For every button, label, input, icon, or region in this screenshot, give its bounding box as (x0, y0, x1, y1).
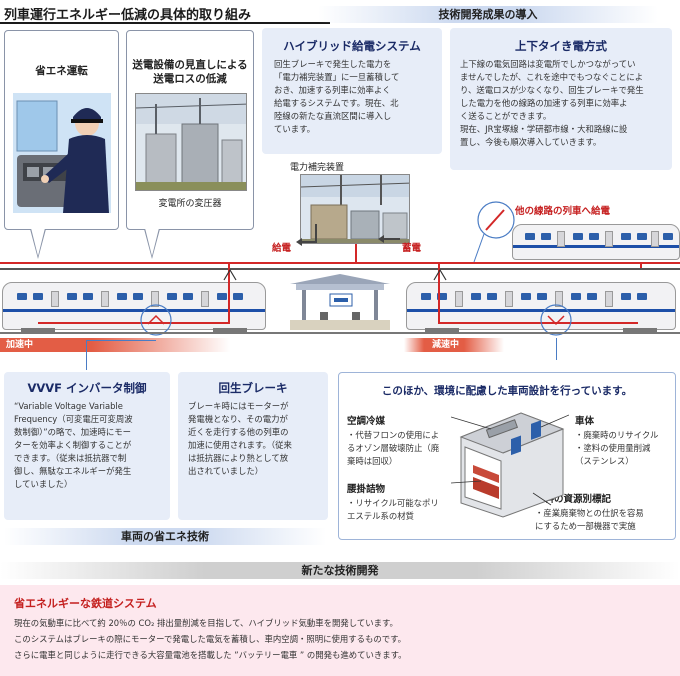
ac-title: 空調冷媒 (347, 416, 386, 427)
regen-body-3: 近くを走行する他の列車の (188, 427, 289, 438)
material-body-2: にするため一部機器で実施 (535, 521, 636, 531)
store-label: 蓄電 (402, 243, 422, 254)
accelerating-tab: 加速中 (0, 338, 230, 352)
vvvf-title: VVVF インバータ制御 (27, 381, 147, 395)
tie-zoom-circle (473, 201, 515, 263)
upper-train-pantograph-line (640, 262, 642, 268)
material-body-1: ・産業廃棄物との仕訳を容易 (535, 508, 644, 518)
feed-arrow-icon (296, 224, 317, 246)
regen-body-4: 加速に使用されます。（従来 (188, 440, 292, 451)
vvvf-body-3: 数制御）”の略で、加速時にモー (14, 427, 132, 438)
ac-body-2: るオゾン層破壊防止（廃 (347, 443, 440, 453)
power-loss-bubble-tail-fill (145, 228, 159, 256)
hybrid-panel: ハイブリッド給電システム 回生ブレーキで発生した電力を 「電力補完装置」に一旦蓄… (262, 28, 442, 154)
device-caption: 電力補完装置 (290, 163, 345, 173)
accel-circuit-horizontal (38, 322, 230, 324)
tie-body-4: した電力を他の線路の加速する列車に効率よ (460, 98, 628, 109)
substation-caption: 変電所の変圧器 (158, 199, 222, 209)
eco-driving-bubble: 省エネ運転 (4, 30, 119, 230)
vvvf-body-1: “Variable Voltage Variable (14, 401, 123, 411)
power-loss-title-line2: 送電ロスの低減 (153, 73, 227, 85)
vvvf-body-5: できます。（従来は抵抗器で制 (14, 453, 127, 464)
new-system-line-1: 現在の気動車に比べて約 20％の CO₂ 排出量削減を目指して、ハイブリッド気動… (14, 618, 398, 628)
store-arrow-icon (378, 235, 400, 243)
hybrid-body-4: 給電するシステムです。現在、北 (274, 98, 399, 109)
carbody-body-3: （ステンレス） (575, 456, 634, 466)
upper-feed-line (0, 262, 680, 264)
vvvf-connector (86, 340, 156, 370)
strap-body-1: ・リサイクル可能なポリ (347, 498, 439, 508)
regen-connector (556, 338, 557, 360)
eco-design-title: このほか、環境に配慮した車両設計を行っています。 (381, 385, 633, 397)
strap-body-2: エステル系の材質 (347, 511, 414, 521)
accel-pantograph-icon (223, 268, 237, 281)
hybrid-body-5: 陸線の新たな直流区間に導入し (274, 111, 392, 122)
title-rule (0, 22, 330, 24)
vvvf-panel: VVVF インバータ制御 “Variable Voltage Variable … (4, 372, 170, 520)
accel-zoom-circle (140, 304, 172, 336)
eco-driving-bubble-tail-fill (31, 228, 45, 256)
new-system-line-3: さらに電車と同じように走行できる大容量電池を搭載した ”バッテリー電車 ” の開… (14, 650, 407, 660)
regen-panel: 回生ブレーキ ブレーキ時にはモーターが 発電機となり、その電力が 近くを走行する… (178, 372, 328, 520)
ac-body-1: ・代替フロンの使用によ (347, 430, 440, 440)
vvvf-body-7: していました） (14, 479, 73, 490)
vehicle-tech-banner: 車両の省エネ技術 (4, 528, 326, 545)
regen-body-2: 発電機となり、その電力が (188, 414, 288, 425)
tie-body-1: 上下線の電気回路は変電所でしかつながってい (460, 59, 636, 69)
device-link-line (355, 244, 357, 262)
carbody-body-2: ・塗料の使用量削減 (575, 443, 651, 453)
tie-body-2: ませんでしたが、これを途中でもつなぐことによ (460, 72, 644, 83)
decel-pantograph-icon (433, 268, 447, 281)
tie-body-7: 置し、今後も順次導入していきます。 (460, 137, 602, 148)
decelerating-tab: 減速中 (404, 338, 504, 352)
accel-circuit-vertical (228, 262, 230, 324)
material-title: 材料の資源別標記 (535, 494, 612, 505)
substation-photo (135, 93, 247, 191)
hybrid-title: ハイブリッド給電システム (283, 39, 421, 53)
hybrid-body-6: ています。 (274, 124, 316, 135)
other-line-label: 他の線路の列車へ給電 (515, 206, 611, 217)
vvvf-body-4: ターを効率よく制御することが (14, 440, 132, 451)
power-loss-bubble: 送電設備の見直しによる 送電ロスの低減 変電所の変圧器 (126, 30, 254, 230)
hybrid-body-1: 回生ブレーキで発生した電力を (274, 59, 392, 69)
vvvf-body-2: Frequency（可変電圧可変周波 (14, 414, 133, 425)
track-line (0, 268, 680, 270)
eco-design-panel: このほか、環境に配慮した車両設計を行っています。 空調冷媒 ・代替フロンの使用に… (338, 372, 676, 540)
decel-circuit-vertical (438, 262, 440, 324)
new-system-line-2: このシステムはブレーキの際にモーターで発電した電気を蓄積し、車内空調・照明に使用… (14, 634, 407, 644)
page-title: 列車運行エネルギー低減の具体的取り組み (4, 8, 252, 23)
hybrid-body-2: 「電力補完装置」に一旦蓄積して (274, 72, 400, 83)
regen-body-1: ブレーキ時にはモーターが (188, 401, 289, 411)
tech-results-banner: 技術開発成果の導入 (318, 6, 658, 23)
decel-zoom-circle (540, 304, 572, 336)
decel-circuit-horizontal (438, 322, 638, 324)
carbody-body-1: ・廃棄時のリサイクル (575, 430, 659, 440)
device-photo (300, 174, 410, 244)
new-system-title: 省エネルギーな鉄道システム (14, 597, 157, 610)
new-tech-banner: 新たな技術開発 (0, 562, 680, 579)
hybrid-body-3: おき、加速する列車に効率よく (274, 85, 391, 96)
vvvf-body-6: 御し、無駄なエネルギーが発生 (14, 466, 132, 477)
rail-base (0, 332, 680, 334)
strap-title: 腰掛詰物 (347, 484, 386, 495)
regen-title: 回生ブレーキ (218, 381, 288, 395)
upper-line-train (512, 224, 680, 260)
car-cutaway-illustration (451, 412, 569, 518)
power-loss-title-line1: 送電設備の見直しによる (132, 59, 248, 71)
new-system-panel: 省エネルギーな鉄道システム 現在の気動車に比べて約 20％の CO₂ 排出量削減… (0, 585, 680, 676)
tie-body-3: り、送電ロスが少なくなり、回生ブレーキで発生 (460, 85, 644, 96)
ac-body-3: 棄時は回収） (347, 456, 398, 466)
station (290, 270, 390, 330)
regen-body-6: 出されていました） (188, 466, 264, 477)
tie-panel: 上下タイき電方式 上下線の電気回路は変電所でしかつながってい ませんでしたが、こ… (450, 28, 672, 170)
tie-body-6: 現在、JR宝塚線・学研都市線・大和路線に設 (460, 124, 628, 135)
tie-title: 上下タイき電方式 (515, 39, 607, 53)
driver-illustration (13, 93, 111, 213)
carbody-title: 車体 (575, 416, 595, 427)
feed-label: 給電 (272, 243, 292, 254)
regen-body-5: は抵抗器により熱として放 (188, 453, 289, 464)
tie-body-5: く送ることができます。 (460, 111, 552, 122)
eco-driving-title: 省エネ運転 (35, 65, 88, 77)
